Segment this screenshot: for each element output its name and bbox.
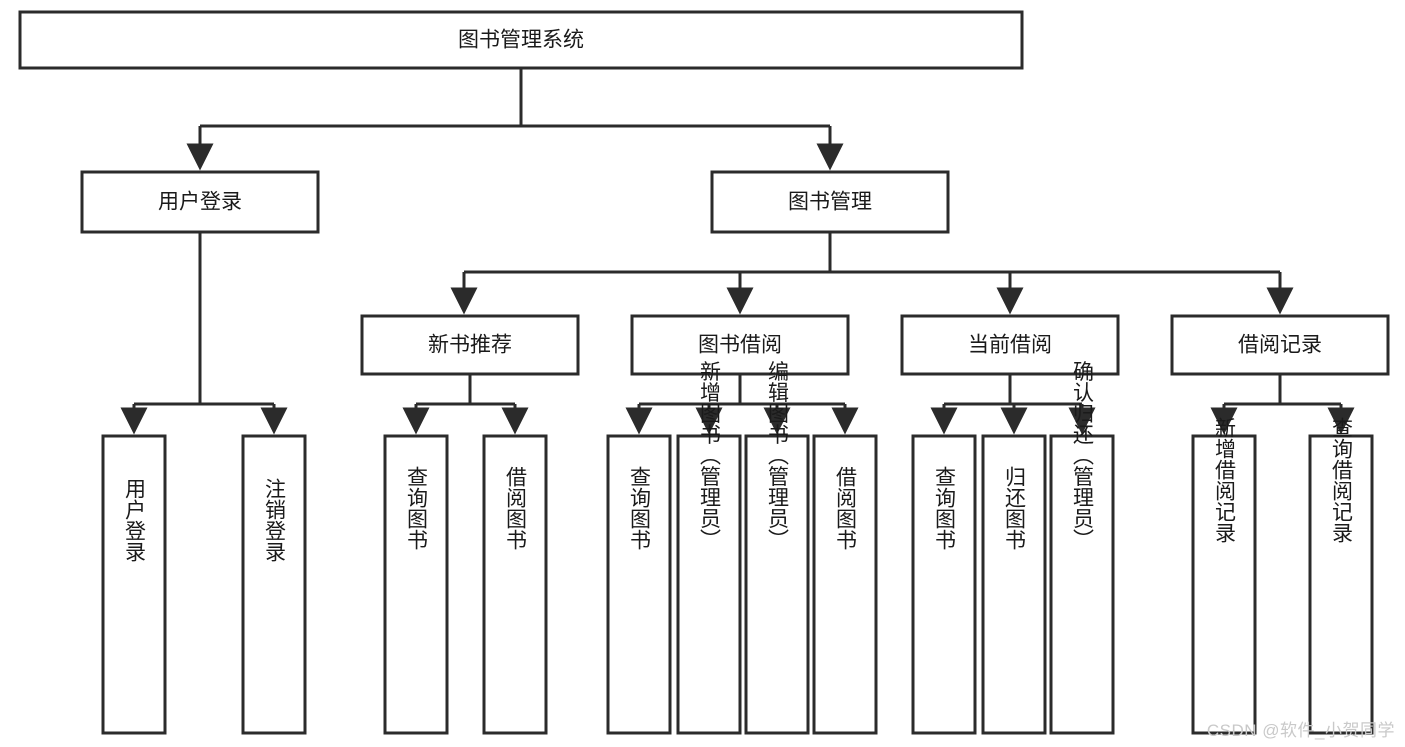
node-leaf-query-book-b-label: 查询图书 xyxy=(628,466,652,550)
node-leaf-return-book-box[interactable] xyxy=(981,434,1047,735)
node-book-manage-label: 图书管理 xyxy=(788,191,872,214)
node-leaf-query-book-c-box[interactable] xyxy=(911,434,977,735)
node-leaf-query-book-rec-box[interactable] xyxy=(383,434,449,735)
node-book-manage[interactable]: 图书管理 xyxy=(710,170,950,234)
node-leaf-user-login-box[interactable] xyxy=(101,434,167,735)
node-leaf-edit-book-admin-label: 编辑图书（管理员） xyxy=(766,361,790,550)
node-leaf-user-logout-label: 注销登录 xyxy=(263,478,287,562)
node-leaf-user-login-label: 用户登录 xyxy=(123,478,147,562)
node-leaf-edit-book-admin[interactable]: 编辑图书（管理员） xyxy=(744,361,810,735)
node-leaf-edit-book-admin-box[interactable] xyxy=(744,434,810,735)
node-book-borrow-label: 图书借阅 xyxy=(698,334,782,357)
node-leaf-confirm-return-admin[interactable]: 确认归还（管理员） xyxy=(1049,361,1115,735)
node-leaf-user-logout-box[interactable] xyxy=(241,434,307,735)
node-leaf-query-borrow-record-box[interactable] xyxy=(1308,434,1374,735)
node-leaf-confirm-return-admin-label: 确认归还（管理员） xyxy=(1071,361,1095,550)
node-leaf-user-logout[interactable]: 注销登录 xyxy=(241,434,307,735)
node-new-book-rec[interactable]: 新书推荐 xyxy=(360,314,580,376)
node-root[interactable]: 图书管理系统 xyxy=(18,10,1024,70)
node-leaf-borrow-book-b-box[interactable] xyxy=(812,434,878,735)
node-leaf-query-borrow-record[interactable]: 查询借阅记录 xyxy=(1308,417,1374,735)
node-current-borrow[interactable]: 当前借阅 xyxy=(900,314,1120,376)
node-leaf-query-book-rec[interactable]: 查询图书 xyxy=(383,434,449,735)
node-leaf-add-book-admin[interactable]: 新增图书（管理员） xyxy=(676,361,742,735)
node-borrow-record[interactable]: 借阅记录 xyxy=(1170,314,1390,376)
node-leaf-query-book-c[interactable]: 查询图书 xyxy=(911,434,977,735)
node-leaf-user-login[interactable]: 用户登录 xyxy=(101,434,167,735)
node-leaf-add-book-admin-label: 新增图书（管理员） xyxy=(698,361,722,550)
node-leaf-query-book-b[interactable]: 查询图书 xyxy=(606,434,672,735)
node-leaf-add-book-admin-box[interactable] xyxy=(676,434,742,735)
node-leaf-query-book-rec-label: 查询图书 xyxy=(405,466,429,550)
node-leaf-add-borrow-record-box[interactable] xyxy=(1191,434,1257,735)
node-user-login-box[interactable] xyxy=(80,170,320,234)
node-leaf-query-book-b-box[interactable] xyxy=(606,434,672,735)
node-leaf-return-book-label: 归还图书 xyxy=(1003,466,1027,550)
node-user-login[interactable]: 用户登录 xyxy=(80,170,320,234)
node-leaf-confirm-return-admin-box[interactable] xyxy=(1049,434,1115,735)
node-leaf-query-book-c-label: 查询图书 xyxy=(933,466,957,550)
csdn-watermark: CSDN @软件_小贺同学 xyxy=(1206,721,1395,740)
node-leaf-borrow-book-b[interactable]: 借阅图书 xyxy=(812,434,878,735)
node-root-label: 图书管理系统 xyxy=(458,29,584,52)
node-leaf-borrow-book-rec-box[interactable] xyxy=(482,434,548,735)
node-current-borrow-label: 当前借阅 xyxy=(968,334,1052,357)
node-root-box[interactable] xyxy=(18,10,1024,70)
node-new-book-rec-label: 新书推荐 xyxy=(428,334,512,357)
node-book-borrow-box[interactable] xyxy=(630,314,850,376)
node-leaf-return-book[interactable]: 归还图书 xyxy=(981,434,1047,735)
connector-layer xyxy=(120,68,1355,435)
node-leaf-add-borrow-record-label: 新增借阅记录 xyxy=(1213,417,1237,543)
node-leaf-query-borrow-record-label: 查询借阅记录 xyxy=(1330,417,1354,543)
node-book-manage-box[interactable] xyxy=(710,170,950,234)
node-borrow-record-label: 借阅记录 xyxy=(1238,334,1322,357)
node-book-borrow[interactable]: 图书借阅 xyxy=(630,314,850,376)
node-leaf-borrow-book-b-label: 借阅图书 xyxy=(834,466,858,550)
node-current-borrow-box[interactable] xyxy=(900,314,1120,376)
node-new-book-rec-box[interactable] xyxy=(360,314,580,376)
node-leaf-add-borrow-record[interactable]: 新增借阅记录 xyxy=(1191,417,1257,735)
node-borrow-record-box[interactable] xyxy=(1170,314,1390,376)
node-leaf-borrow-book-rec[interactable]: 借阅图书 xyxy=(482,434,548,735)
node-user-login-label: 用户登录 xyxy=(158,191,242,214)
node-leaf-borrow-book-rec-label: 借阅图书 xyxy=(504,466,528,550)
